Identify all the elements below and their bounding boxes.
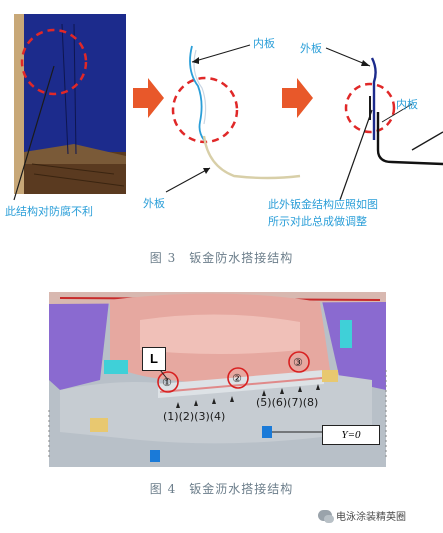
note-adjustment-line-1: 此外钣金结构应照如图 — [268, 198, 378, 211]
arrow-right-icon-2 — [282, 78, 313, 118]
note-corrosion: 此结构对防腐不利 — [5, 205, 93, 218]
figure-3-caption: 图 3 钣金防水搭接结构 — [149, 251, 294, 265]
figure-3-annotations — [13, 28, 443, 201]
label-outer-panel-2: 外板 — [143, 197, 165, 210]
label-inner-panel-1: 内板 — [253, 37, 275, 50]
seam-circle-1 — [157, 371, 179, 393]
seam-label-2: ② — [232, 372, 242, 385]
note-adjustment: 此外钣金结构应照如图 所示对此总成做调整 — [268, 196, 443, 230]
y-zero-reference: Y=0 — [322, 425, 380, 445]
seam-circle-2 — [227, 367, 249, 389]
seam-label-1: ① — [162, 376, 172, 389]
note-adjustment-line-2: 所示对此总成做调整 — [268, 215, 367, 228]
label-inner-panel-2: 内板 — [396, 98, 418, 111]
highlight-circle-right — [344, 82, 396, 134]
figure-3: 内板 外板 内板 外板 此结构对防腐不利 此外钣金结构应照如图 所示对此总成做调… — [5, 14, 443, 265]
wechat-icon — [318, 510, 334, 523]
orientation-tag-L: L — [142, 347, 166, 371]
seam-circle-3 — [288, 351, 310, 373]
watermark: 电泳涂装精英圈 — [318, 508, 406, 523]
label-outer-panel-1: 外板 — [300, 42, 322, 55]
highlight-circle-left — [20, 28, 88, 96]
figure-3-left-photo — [14, 14, 126, 194]
sequence-right: (5)(6)(7)(8) — [256, 396, 319, 409]
sequence-left: (1)(2)(3)(4) — [163, 410, 226, 423]
figure-4: L ① ② ③ (1)(2)(3)(4) (5)(6)(7)(8) Y=0 图 … — [0, 280, 443, 533]
seam-label-3: ③ — [293, 356, 303, 369]
watermark-text: 电泳涂装精英圈 — [336, 512, 406, 523]
arrow-right-icon — [133, 78, 164, 118]
figure-4-caption: 图 4 钣金沥水搭接结构 — [149, 482, 294, 496]
